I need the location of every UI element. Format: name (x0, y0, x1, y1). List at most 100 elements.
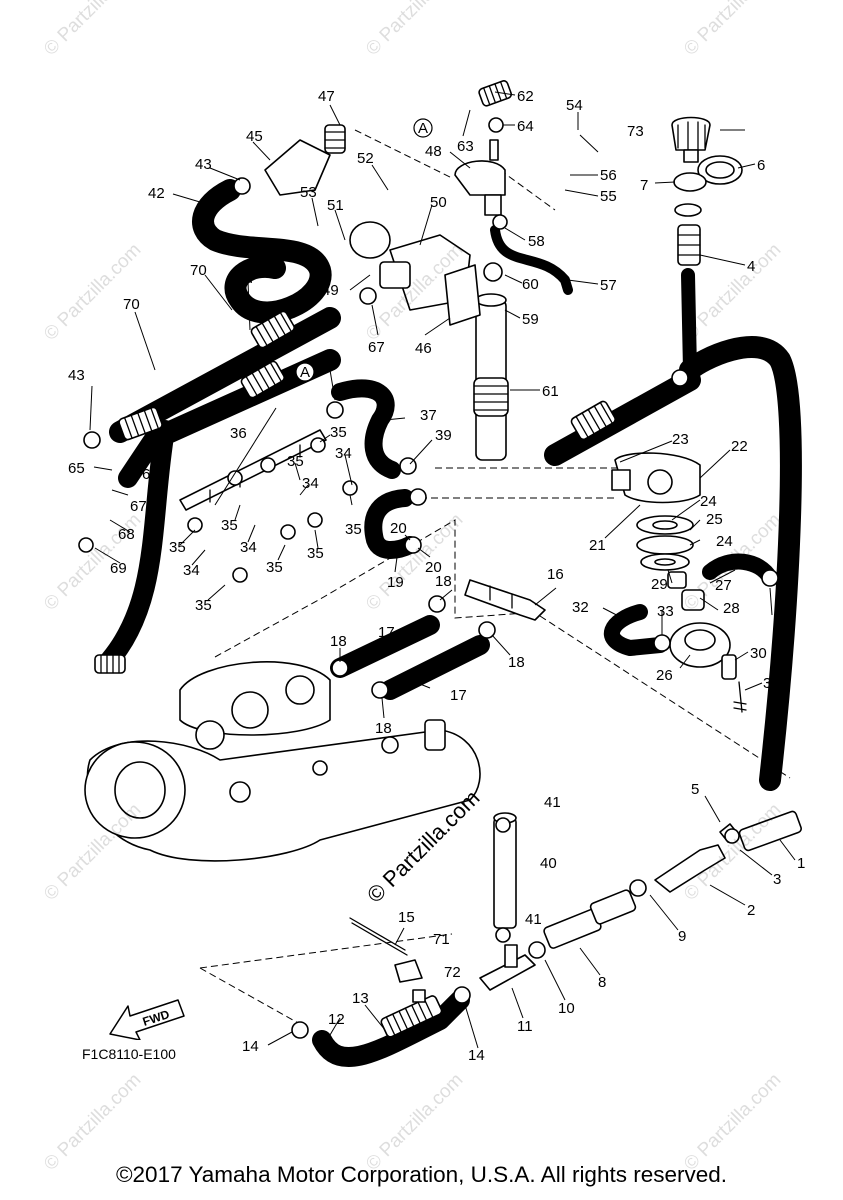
callout-42: 42 (148, 185, 165, 202)
callout-69: 69 (110, 560, 127, 577)
callout-72: 72 (444, 964, 461, 981)
callout-58: 58 (528, 233, 545, 250)
callout-33-left: 33 (657, 603, 674, 620)
callout-30: 30 (750, 645, 767, 662)
callout-34-c: 34 (240, 539, 257, 556)
ref-marker-a-left-label: A (300, 364, 310, 381)
callout-35-f: 35 (266, 559, 283, 576)
callout-18-c: 18 (508, 654, 525, 671)
callout-35-b: 35 (287, 453, 304, 470)
callout-52: 52 (357, 150, 374, 167)
callout-61: 61 (542, 383, 559, 400)
callout-33-right: 33 (773, 617, 790, 634)
callout-14-left: 14 (242, 1038, 259, 1055)
callout-62: 62 (517, 88, 534, 105)
callout-27: 27 (715, 577, 732, 594)
callout-7: 7 (640, 177, 648, 194)
copyright-notice: ©2017 Yamaha Motor Corporation, U.S.A. A… (115, 1162, 728, 1187)
callout-43-top: 43 (195, 156, 212, 173)
callout-45: 45 (246, 128, 263, 145)
parts (84, 116, 802, 1003)
callout-70-left: 70 (123, 296, 140, 313)
callout-13: 13 (352, 990, 369, 1007)
callout-2: 2 (747, 902, 755, 919)
callout-23: 23 (672, 431, 689, 448)
callout-66: 66 (142, 466, 159, 483)
dashed-assembly-lines (199, 129, 791, 1025)
callout-34-d: 34 (183, 562, 200, 579)
callout-24-bottom: 24 (716, 533, 733, 550)
callout-35-d: 35 (221, 517, 238, 534)
callout-28: 28 (723, 600, 740, 617)
callout-41-top: 41 (544, 794, 561, 811)
callout-29: 29 (651, 576, 668, 593)
callout-21: 21 (589, 537, 606, 554)
callout-10: 10 (558, 1000, 575, 1017)
callout-31: 31 (763, 675, 780, 692)
callout-54: 54 (566, 97, 583, 114)
callout-36: 36 (230, 425, 247, 442)
callout-5: 5 (691, 781, 699, 798)
callout-56: 56 (600, 167, 617, 184)
callout-35-h: 35 (195, 597, 212, 614)
callout-14-right: 14 (468, 1047, 485, 1064)
ref-marker-a-top (413, 118, 433, 138)
callout-65: 65 (68, 460, 85, 477)
callout-70-top: 70 (190, 262, 207, 279)
callout-44: 44 (237, 270, 254, 287)
callout-12: 12 (328, 1011, 345, 1028)
callout-50: 50 (430, 194, 447, 211)
callout-51: 51 (327, 197, 344, 214)
callout-35-c: 35 (345, 521, 362, 538)
callout-57: 57 (600, 277, 617, 294)
callout-19: 19 (387, 574, 404, 591)
callout-32: 32 (572, 599, 589, 616)
callout-34-b: 34 (302, 475, 319, 492)
callout-35-g: 35 (307, 545, 324, 562)
callout-67-left: 67 (130, 498, 147, 515)
callout-35-e: 35 (169, 539, 186, 556)
callout-22: 22 (731, 438, 748, 455)
callout-17-top: 17 (378, 624, 395, 641)
callout-37: 37 (420, 407, 437, 424)
leader-lines (89, 91, 796, 1049)
callout-39: 39 (435, 427, 452, 444)
drawing-code: F1C8110-E100 (82, 1046, 176, 1062)
callout-47: 47 (318, 88, 335, 105)
callout-40: 40 (540, 855, 557, 872)
callout-18-d: 18 (375, 720, 392, 737)
callout-20-top: 20 (390, 520, 407, 537)
callout-63: 63 (457, 138, 474, 155)
callout-6: 6 (757, 157, 765, 174)
callout-67-top: 67 (368, 339, 385, 356)
callout-68: 68 (118, 526, 135, 543)
callout-53: 53 (300, 184, 317, 201)
corrugated-sections (94, 80, 616, 1038)
callout-9: 9 (678, 928, 686, 945)
ref-marker-a-top-label: A (418, 120, 428, 137)
callout-46: 46 (415, 340, 432, 357)
callout-17-bottom: 17 (450, 687, 467, 704)
callout-73: 73 (627, 123, 644, 140)
callout-24-top: 24 (700, 493, 717, 510)
callout-55: 55 (600, 188, 617, 205)
callout-15: 15 (398, 909, 415, 926)
callout-20-bottom: 20 (425, 559, 442, 576)
callout-16: 16 (547, 566, 564, 583)
callout-34-a: 34 (335, 445, 352, 462)
callout-35-a: 35 (330, 424, 347, 441)
callout-49: 49 (322, 282, 339, 299)
callout-18-a: 18 (330, 633, 347, 650)
callout-48: 48 (425, 143, 442, 160)
callout-8: 8 (598, 974, 606, 991)
callout-3: 3 (773, 871, 781, 888)
callout-4: 4 (747, 258, 755, 275)
ref-marker-a-left (295, 362, 315, 382)
callout-26: 26 (656, 667, 673, 684)
callout-64: 64 (517, 118, 534, 135)
callout-41-bottom: 41 (525, 911, 542, 928)
ref-markers: A A (295, 118, 433, 382)
callout-59: 59 (522, 311, 539, 328)
callout-38: 38 (320, 357, 337, 374)
